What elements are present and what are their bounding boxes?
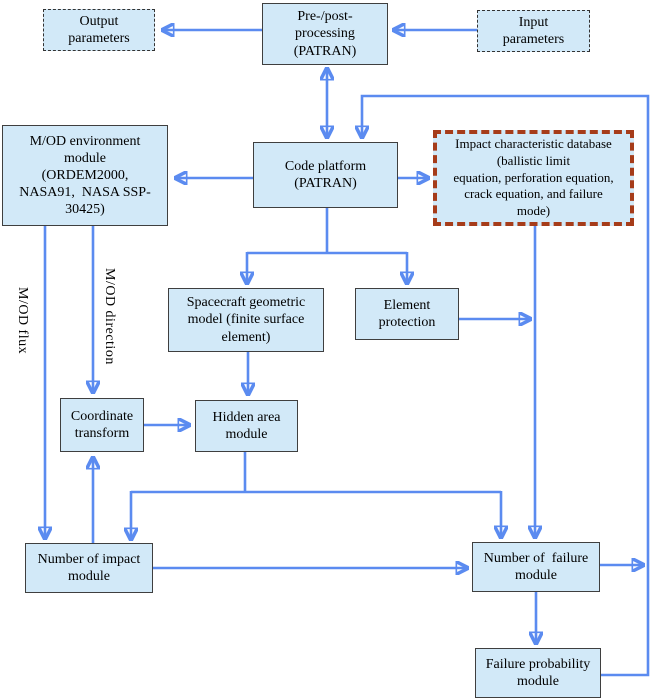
edge-feedback-loop [362, 94, 650, 677]
node-pre-post-processing: Pre-/post- processing (PATRAN) [262, 3, 388, 65]
node-impact-characteristic-database: Impact characteristic database (ballisti… [433, 130, 634, 226]
node-mod-environment-module: M/OD environment module (ORDEM2000, NASA… [2, 125, 168, 226]
node-number-of-impact-module: Number of impact module [25, 543, 153, 593]
node-element-protection: Element protection [355, 288, 459, 340]
node-coordinate-transform: Coordinate transform [60, 398, 144, 452]
node-failure-probability-module: Failure probability module [475, 648, 601, 698]
node-number-of-failure-module: Number of failure module [472, 542, 600, 592]
node-hidden-area-module: Hidden area module [195, 400, 298, 452]
node-code-platform: Code platform (PATRAN) [253, 142, 398, 208]
edge-label-mod-flux: M/OD flux [15, 287, 30, 355]
node-spacecraft-geometric-model: Spacecraft geometric model (finite surfa… [168, 288, 324, 352]
node-input-parameters: Input parameters [477, 10, 590, 52]
edge-label-mod-direction: M/OD direction [102, 268, 117, 365]
node-output-parameters: Output parameters [43, 9, 155, 51]
